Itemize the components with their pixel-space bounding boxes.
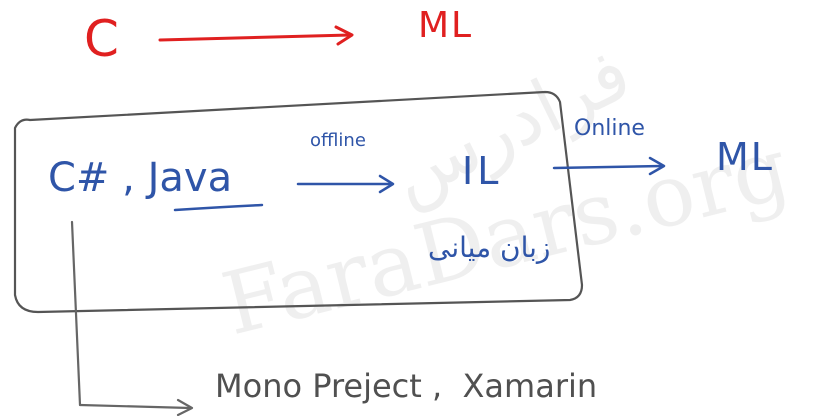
- target-ml-blue: ML: [716, 135, 774, 179]
- java-underline: [173, 203, 264, 212]
- arrow-offline: [296, 174, 395, 194]
- offline-label: offline: [310, 130, 366, 151]
- online-label: Online: [574, 116, 645, 141]
- il-label: IL: [462, 149, 503, 193]
- target-ml-red: ML: [418, 5, 474, 46]
- arrow-online: [552, 156, 666, 176]
- source-c-label: C: [84, 10, 119, 68]
- runtime-box: [13, 90, 584, 314]
- languages-label: C# , Java: [48, 155, 233, 201]
- arrow-c-to-ml: [158, 25, 354, 46]
- mono-xamarin-label: Mono Preject , Xamarin: [215, 367, 598, 405]
- arrow-to-mono: [70, 220, 194, 416]
- intermediate-language-caption: زبان میانی: [428, 231, 551, 264]
